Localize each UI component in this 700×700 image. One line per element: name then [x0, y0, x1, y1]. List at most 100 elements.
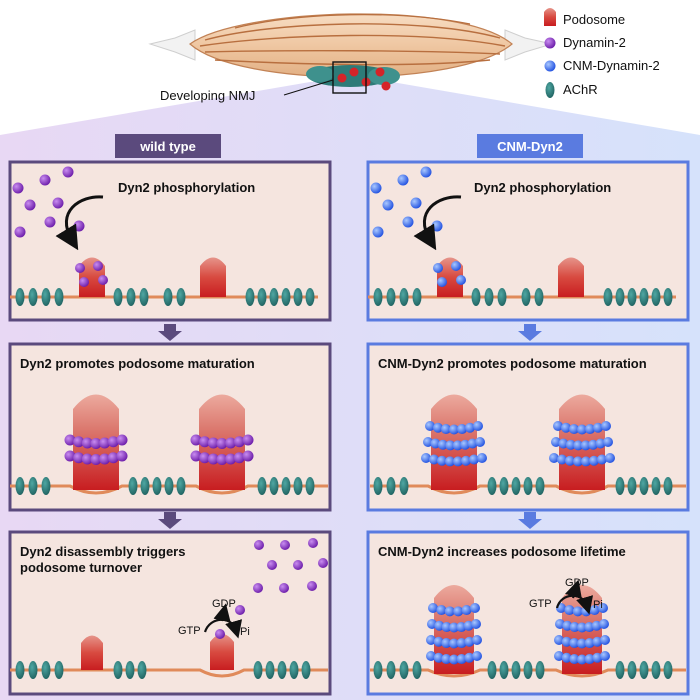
cnm-dynamin2-particle — [577, 654, 587, 665]
podosome-dot — [349, 67, 359, 77]
dynamin2-legend-icon — [544, 37, 556, 49]
dynamin2-particle — [107, 452, 119, 464]
cnm-dynamin2-particle — [573, 456, 583, 467]
dynamin2-particle — [235, 605, 245, 615]
cnm-dynamin2-particle — [456, 654, 467, 665]
dynamin2-particle — [254, 540, 264, 550]
cnm-dynamin2-particle — [551, 437, 561, 447]
cnm-dynamin2-particle — [561, 652, 572, 663]
cnm-dynamin2-particle — [429, 454, 439, 465]
dynamin2-particle — [90, 438, 102, 449]
dynamin2-particle — [225, 437, 237, 449]
achr-receptor — [245, 288, 255, 306]
cnm-dynamin2-particle — [605, 453, 615, 463]
down-arrow — [158, 324, 182, 341]
dynamin2-particle — [216, 438, 228, 449]
cnm-dynamin2-particle — [598, 603, 608, 613]
cnm-dynamin2-particle — [444, 606, 455, 617]
cnm-dynamin2-particle — [564, 605, 575, 616]
achr-receptor — [663, 288, 673, 306]
cnm-dynamin2-particle — [577, 424, 587, 435]
wt-panel1-title: Dyn2 phosphorylation — [118, 180, 255, 195]
cnm-dynamin2-particle — [449, 424, 459, 435]
dynamin2-particle — [215, 629, 225, 639]
achr-receptor — [651, 661, 661, 679]
nmj-pointer — [283, 79, 334, 96]
cnm-dynamin2-particle — [581, 606, 592, 617]
dynamin2-particle — [116, 434, 128, 446]
achr-receptor — [484, 288, 494, 306]
achr-receptor — [293, 288, 303, 306]
wt-gtp-label: GTP — [178, 625, 201, 637]
cnm-dynamin2-particle — [433, 422, 443, 433]
cnm-dynamin2-particle — [370, 182, 382, 194]
achr-receptor — [497, 288, 507, 306]
wt-pi-label: Pi — [240, 626, 250, 638]
achr-receptor — [126, 288, 136, 306]
wt-panel3 — [8, 530, 332, 696]
cnm-dynamin2-particle — [451, 261, 461, 271]
cnm-dynamin2-particle — [453, 606, 464, 617]
dynamin2-particle — [73, 220, 85, 232]
cnm-dynamin2-particle — [584, 638, 595, 649]
achr-receptor — [269, 288, 279, 306]
achr-receptor — [293, 477, 303, 495]
cnm-dynamin2-particle — [441, 424, 451, 435]
achr-receptor — [41, 477, 51, 495]
cnm-dynamin2-particle — [573, 440, 584, 451]
cnm-header: CNM-Dyn2 — [497, 139, 563, 154]
cnm-dynamin2-particle — [603, 437, 613, 447]
dynamin2-particle — [233, 452, 245, 464]
cnm-dynamin2-particle — [445, 440, 456, 451]
cnm-dynamin2-particle — [426, 651, 436, 661]
cnm-dynamin2-particle — [467, 438, 478, 449]
dynamin2-particle — [267, 560, 277, 570]
dynamin2-particle — [253, 583, 263, 593]
cnm-dynamin2-particle — [464, 636, 475, 647]
achr-receptor — [305, 288, 315, 306]
cnm-dynamin2-particle — [410, 197, 422, 209]
achr-receptor — [412, 288, 422, 306]
achr-receptor — [164, 477, 174, 495]
dynamin2-particle — [318, 558, 328, 568]
dynamin2-particle — [73, 452, 85, 464]
cnm-dynamin2-particle — [457, 424, 467, 435]
cnm-dynamin2-particle — [561, 636, 572, 647]
dynamin2-particle — [81, 453, 93, 465]
achr-receptor — [163, 288, 173, 306]
dynamin2-particle — [242, 450, 254, 462]
dynamin2-particle — [242, 434, 254, 446]
achr-legend-icon — [545, 82, 555, 98]
podosome — [200, 257, 226, 297]
cnm-dynamin2-particle — [588, 439, 599, 450]
dynamin2-particle — [98, 275, 108, 285]
achr-receptor — [511, 661, 521, 679]
achr-receptor — [615, 477, 625, 495]
cnm-dynamin2-particle — [472, 635, 482, 645]
cnm-dynamin2-particle — [431, 220, 443, 232]
achr-receptor — [615, 288, 625, 306]
cnm-dynamin2-particle — [453, 456, 463, 467]
achr-receptor — [253, 661, 263, 679]
cnm-dynamin2-particle — [430, 438, 441, 449]
dynamin2-particle — [14, 226, 26, 238]
wt-header-box — [115, 134, 221, 158]
cnm-dynamin2-particle — [436, 605, 447, 616]
cnm-dynamin2-particle — [437, 455, 447, 466]
dynamin2-particle — [99, 453, 111, 465]
achr-receptor — [627, 661, 637, 679]
achr-receptor — [534, 288, 544, 306]
cnm-dynamin2-particle — [421, 453, 431, 463]
cnm-dynamin2-particle — [426, 635, 436, 645]
wt-panel2-title: Dyn2 promotes podosome maturation — [20, 356, 255, 371]
achr-receptor — [54, 661, 64, 679]
cnm-dynamin2-particle — [382, 199, 394, 211]
achr-receptor — [125, 661, 135, 679]
cnm-dynamin2-particle — [549, 453, 559, 463]
cnm-dynamin2-particle — [473, 421, 483, 431]
dynamin2-particle — [225, 453, 237, 465]
podosome — [210, 634, 234, 670]
achr-receptor — [399, 288, 409, 306]
cnm-dynamin2-particle — [461, 455, 471, 466]
podosome — [558, 257, 584, 297]
